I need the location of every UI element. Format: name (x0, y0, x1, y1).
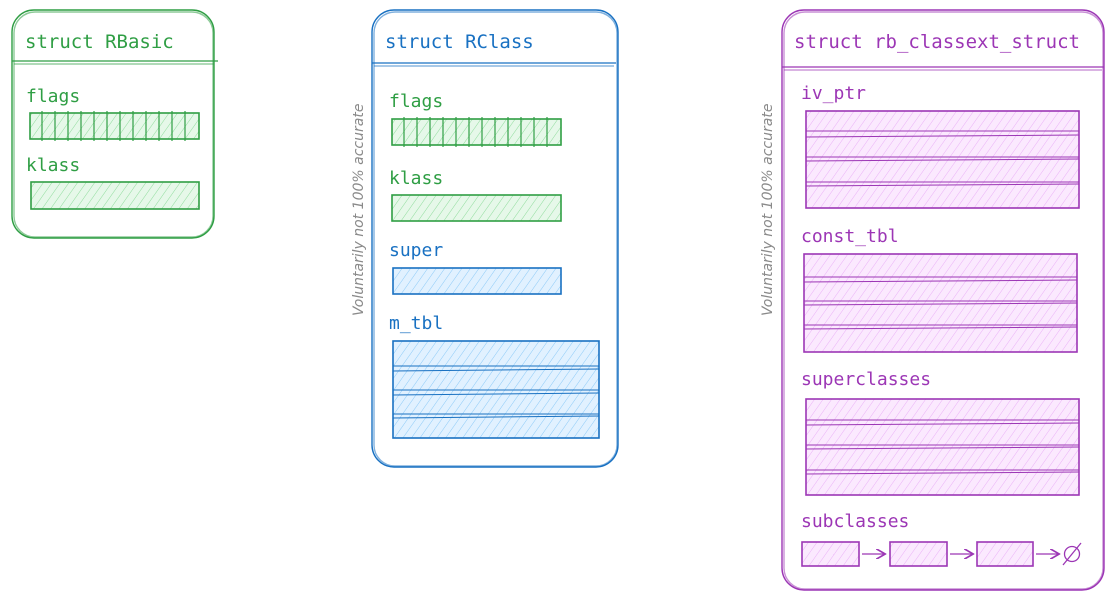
accuracy-note-right: Voluntarily not 100% accurate (760, 104, 776, 316)
rclass-title: struct RClass (385, 31, 534, 53)
classext-box (781, 9, 1105, 591)
rbasic-field-flags-label: flags (26, 86, 80, 107)
rbasic-field-klass-label: klass (26, 155, 80, 176)
rbasic-title: struct RBasic (25, 31, 174, 53)
rbasic-struct: struct RBasic flags klass (11, 9, 218, 239)
rclass-field-super-label: super (389, 240, 443, 261)
classext-struct: struct rb_classext_struct iv_ptr const_t… (781, 9, 1105, 591)
null-icon (1062, 542, 1082, 566)
subclasses-node-1 (801, 541, 860, 567)
rclass-m-tbl-rows (392, 365, 600, 419)
classext-field-const-tbl-label: const_tbl (801, 226, 899, 247)
classext-field-iv-ptr-label: iv_ptr (801, 83, 866, 104)
rclass-field-m-tbl-label: m_tbl (389, 313, 443, 334)
rclass-box-sketch (373, 11, 618, 467)
subclasses-node-2 (889, 541, 948, 567)
classext-iv-ptr-rows (805, 130, 1080, 187)
rbasic-box-sketch (13, 11, 214, 238)
rclass-field-super-bar (392, 267, 562, 295)
rclass-field-flags-label: flags (389, 91, 443, 112)
classext-const-tbl-rows (803, 276, 1078, 330)
classext-field-subclasses-label: subclasses (801, 511, 909, 532)
rbasic-field-flags-bar (29, 112, 200, 140)
rclass-field-klass-label: klass (389, 168, 443, 189)
rclass-field-klass-bar (391, 194, 562, 222)
accuracy-note-left: Voluntarily not 100% accurate (351, 104, 367, 316)
classext-subclasses-list (801, 541, 1082, 567)
classext-title: struct rb_classext_struct (794, 31, 1080, 53)
classext-field-superclasses-label: superclasses (801, 369, 931, 390)
rbasic-box (11, 9, 215, 239)
rbasic-field-klass-bar (30, 181, 200, 210)
rclass-struct: struct RClass flags klass super m_tbl (371, 9, 619, 468)
rbasic-flags-bit-ticks (41, 111, 186, 141)
classext-superclasses-rows (805, 419, 1080, 475)
rclass-field-flags-bar (391, 118, 562, 146)
subclasses-node-3 (976, 541, 1034, 567)
classext-box-sketch (783, 11, 1104, 590)
rclass-flags-bit-ticks (403, 117, 548, 147)
rclass-box (371, 9, 619, 468)
